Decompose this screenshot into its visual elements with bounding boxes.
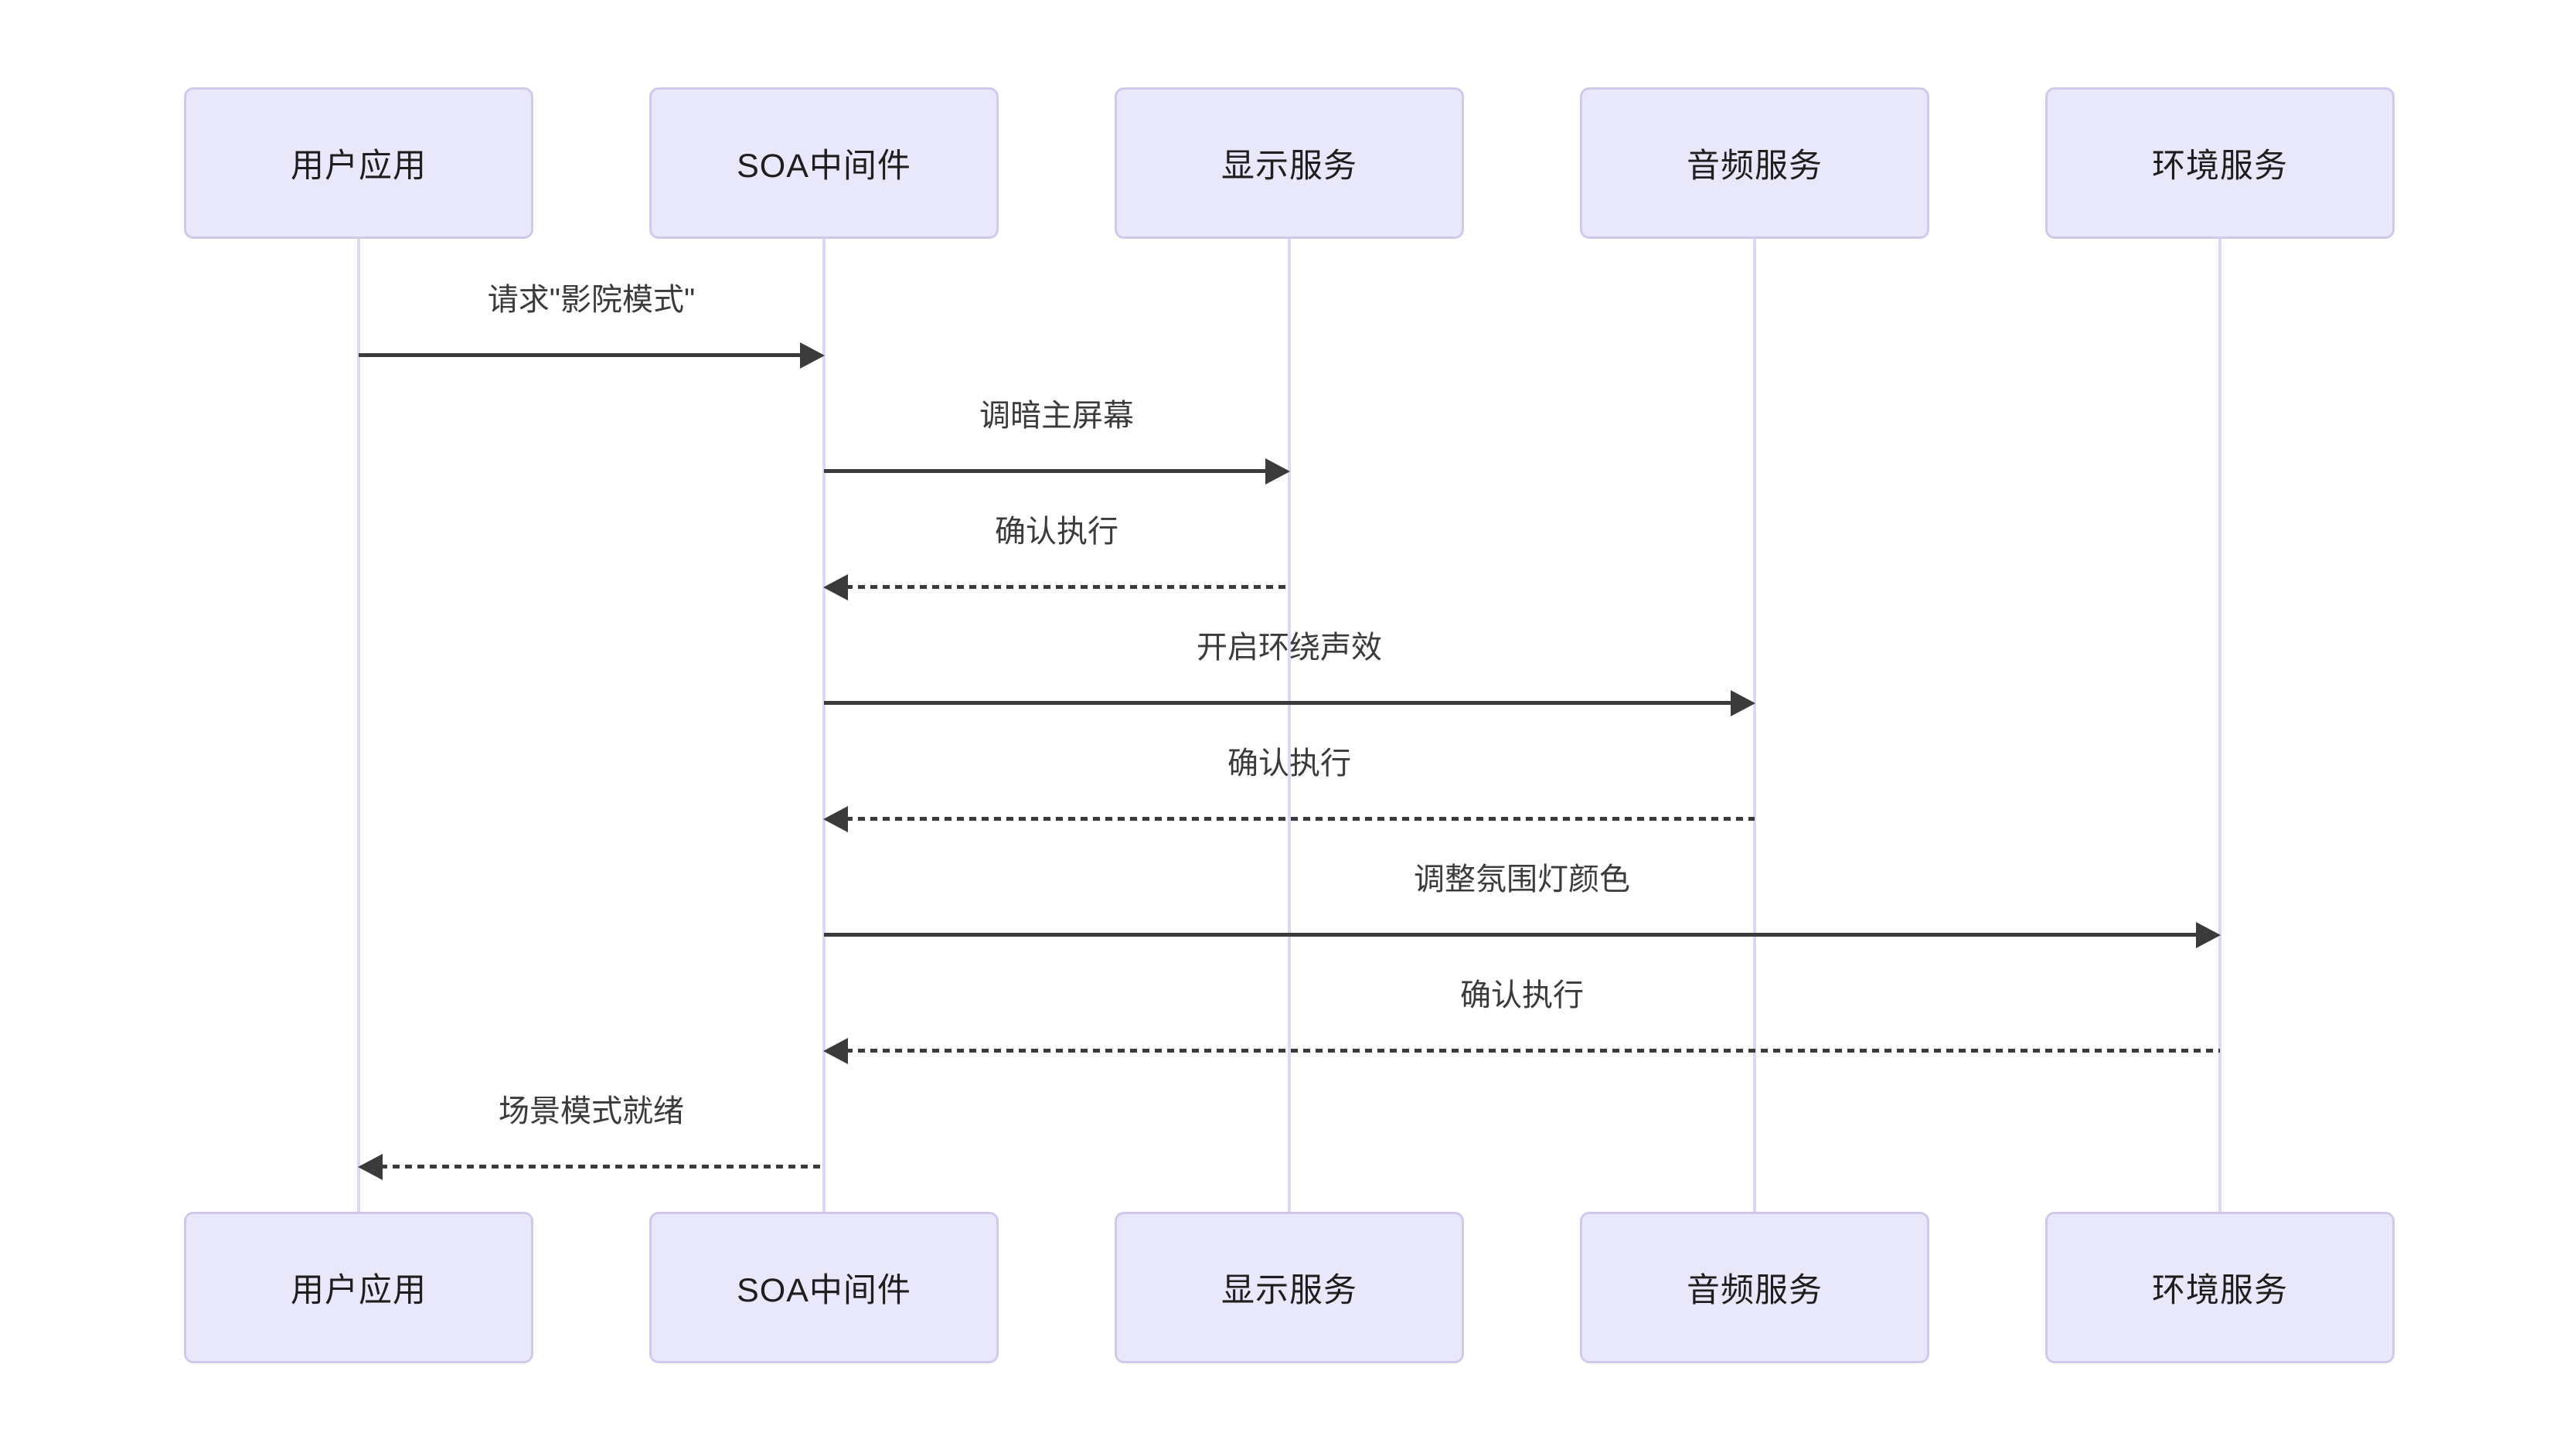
arrowhead-left-icon	[823, 806, 848, 832]
message-confirm-audio: 确认执行	[823, 742, 1755, 832]
message-line-solid	[824, 933, 2198, 937]
message-request-cinema-mode: 请求"影院模式"	[359, 278, 825, 369]
actor-top-soa-middleware: SOA中间件	[649, 87, 999, 239]
message-label: 确认执行	[1227, 747, 1351, 781]
message-label: 调整氛围灯颜色	[1414, 862, 1630, 896]
message-label: 请求"影院模式"	[487, 283, 696, 317]
actor-label: 显示服务	[1221, 1272, 1357, 1309]
message-line-dashed	[846, 1049, 2220, 1053]
arrowhead-right-icon	[1265, 458, 1290, 485]
message-label: 确认执行	[995, 515, 1118, 549]
actor-label: 用户应用	[291, 148, 427, 185]
actor-label: 用户应用	[291, 1272, 427, 1309]
lifeline-user-app	[357, 239, 360, 1212]
actor-label: 音频服务	[1687, 1272, 1823, 1309]
message-line-solid	[824, 469, 1268, 473]
actor-bottom-env-service: 环境服务	[2045, 1212, 2395, 1363]
message-adjust-ambient-light: 调整氛围灯颜色	[824, 858, 2221, 948]
arrowhead-left-icon	[823, 1038, 848, 1064]
message-confirm-display: 确认执行	[823, 510, 1289, 600]
actor-label: 显示服务	[1221, 148, 1357, 185]
actor-bottom-display-service: 显示服务	[1115, 1212, 1464, 1363]
actor-label: 环境服务	[2152, 148, 2288, 185]
arrowhead-left-icon	[358, 1154, 383, 1180]
message-line-solid	[824, 701, 1733, 705]
message-label: 场景模式就绪	[499, 1094, 684, 1128]
actor-bottom-audio-service: 音频服务	[1580, 1212, 1929, 1363]
actor-top-audio-service: 音频服务	[1580, 87, 1929, 239]
arrowhead-left-icon	[823, 574, 848, 600]
message-line-dashed	[380, 1165, 824, 1169]
actor-bottom-user-app: 用户应用	[184, 1212, 533, 1363]
message-label: 调暗主屏幕	[979, 399, 1134, 433]
message-dim-main-screen: 调暗主屏幕	[824, 394, 1290, 485]
actor-label: SOA中间件	[737, 1272, 911, 1309]
actor-label: 音频服务	[1687, 148, 1823, 185]
message-label: 开启环绕声效	[1197, 631, 1382, 665]
actor-label: 环境服务	[2152, 1272, 2288, 1309]
actor-label: SOA中间件	[737, 148, 911, 185]
message-enable-surround-sound: 开启环绕声效	[824, 626, 1755, 716]
lifeline-soa-middleware	[822, 239, 826, 1212]
actor-top-display-service: 显示服务	[1115, 87, 1464, 239]
arrowhead-right-icon	[2196, 922, 2221, 948]
message-label: 确认执行	[1460, 978, 1584, 1012]
lifeline-env-service	[2218, 239, 2221, 1212]
lifeline-display-service	[1288, 239, 1291, 1212]
arrowhead-right-icon	[1731, 690, 1755, 716]
lifeline-audio-service	[1753, 239, 1756, 1212]
arrowhead-right-icon	[800, 342, 825, 369]
message-line-dashed	[846, 585, 1289, 589]
message-confirm-env: 确认执行	[823, 974, 2220, 1064]
message-line-dashed	[846, 817, 1755, 821]
actor-top-env-service: 环境服务	[2045, 87, 2395, 239]
actor-bottom-soa-middleware: SOA中间件	[649, 1212, 999, 1363]
message-line-solid	[359, 353, 802, 357]
actor-top-user-app: 用户应用	[184, 87, 533, 239]
message-scene-mode-ready: 场景模式就绪	[358, 1090, 824, 1180]
